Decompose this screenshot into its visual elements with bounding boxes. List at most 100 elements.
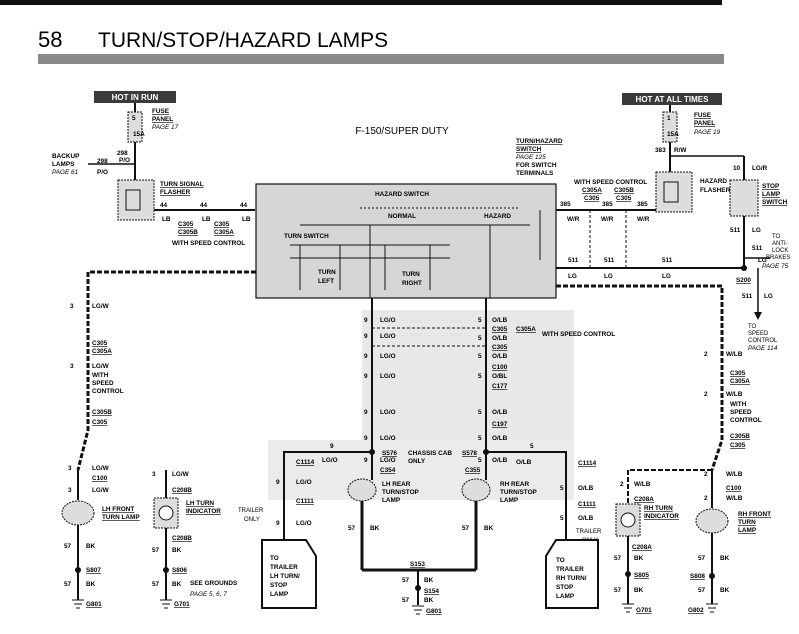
w3b-label: 3 xyxy=(70,363,74,370)
s806-label: S806 xyxy=(172,567,187,574)
g801b-label: G801 xyxy=(426,608,442,615)
c305a-3: C305A xyxy=(582,187,602,194)
w9d-label: 9 xyxy=(364,373,368,380)
lh-with: WITH xyxy=(92,372,109,379)
c305-i: C305 xyxy=(492,344,508,351)
right-fuse-label2: PANEL xyxy=(694,120,715,127)
olb1-label: O/LB xyxy=(492,317,508,324)
obl-label: O/BL xyxy=(492,373,507,380)
c305-e: C305 xyxy=(616,195,632,202)
bk9-label: BK xyxy=(720,555,730,562)
g802-symbol xyxy=(706,603,718,613)
c208a-2: C208A xyxy=(632,544,652,551)
olb7-label: O/LB xyxy=(516,459,532,466)
center-shading xyxy=(362,310,574,460)
c305-d: C305 xyxy=(584,195,600,202)
thswitch-l4: TERMINALS xyxy=(516,170,554,177)
lh-front-lamp xyxy=(61,500,95,526)
w511a-label: 511 xyxy=(730,227,741,234)
bk7-label: BK xyxy=(424,577,434,584)
lg3-label: LG xyxy=(604,273,613,280)
turn-left-l2: LEFT xyxy=(318,278,334,285)
olb8-label: O/LB xyxy=(578,485,594,492)
right-fuse-number: 1 xyxy=(667,115,671,122)
w5d-label: 5 xyxy=(478,373,482,380)
w57j-label: 57 xyxy=(698,587,706,594)
stop-switch-l1: STOP xyxy=(762,183,780,190)
wire-2-rhind xyxy=(627,469,712,504)
po-label: P/O xyxy=(119,157,130,164)
w9h-label: 9 xyxy=(276,479,280,486)
lgo7-label: LG/O xyxy=(296,479,312,486)
c355: C355 xyxy=(465,467,481,474)
wire-9-trailer-lh xyxy=(283,451,372,540)
w3c-label: 3 xyxy=(68,465,72,472)
wr2-label: W/R xyxy=(601,216,614,223)
w3a-label: 3 xyxy=(70,303,74,310)
g701b-label: G701 xyxy=(636,607,652,614)
lb3-label: LB xyxy=(242,216,251,223)
wlb1-label: W/LB xyxy=(726,351,743,358)
page-number: 58 xyxy=(38,27,62,52)
wire-5-trailer-rh xyxy=(486,451,567,540)
c305-a1: C305 xyxy=(178,221,194,228)
bk10-label: BK xyxy=(720,587,730,594)
hot-at-all-times-box xyxy=(622,93,722,105)
c305-k: C305 xyxy=(730,442,746,449)
w9b-label: 9 xyxy=(364,333,368,340)
turn-flasher-l2: FLASHER xyxy=(160,189,191,196)
trailer-lh-l4: STOP xyxy=(270,582,288,589)
w5j-label: 5 xyxy=(560,485,564,492)
olb3-label: O/LB xyxy=(492,353,508,360)
lgo5-label: LG/O xyxy=(380,409,396,416)
w383-label: 383 xyxy=(655,147,666,154)
left-fuse-amp: 15A xyxy=(133,131,145,138)
right-fuse-label: FUSE xyxy=(694,112,712,119)
bk1-label: BK xyxy=(86,543,96,550)
chassis-cab-l1: CHASSIS CAB xyxy=(408,450,452,457)
w5i-label: 5 xyxy=(530,443,534,450)
hot-at-all-times-label: HOT AT ALL TIMES xyxy=(636,95,710,104)
lgo3-label: LG/O xyxy=(380,353,396,360)
trailer-lh-only1: TRAILER xyxy=(238,508,264,514)
w3e-label: 3 xyxy=(152,471,156,478)
g701b-symbol xyxy=(622,603,634,613)
hazard-flasher-l1: HAZARD xyxy=(700,178,727,185)
po2-label: P/O xyxy=(97,169,108,176)
c1114-a: C1114 xyxy=(296,459,315,466)
c305a-5: C305A xyxy=(516,326,536,333)
w2e-label: 2 xyxy=(620,481,624,488)
hazard2-label: HAZARD xyxy=(484,213,511,220)
thswitch-l3: FOR SWITCH xyxy=(516,162,557,169)
lgo2-label: LG/O xyxy=(380,333,396,340)
switch-contacts xyxy=(290,207,541,298)
see-grounds-page: PAGE 5, 6, 7 xyxy=(190,591,227,598)
hazard-switch-label: HAZARD SWITCH xyxy=(375,191,429,198)
g801a-symbol xyxy=(72,599,84,609)
w44b-label: 44 xyxy=(200,202,208,209)
lh-rear-lamp xyxy=(347,478,377,502)
rhfront-l1: RH FRONT xyxy=(738,511,771,518)
antilock-l4: BRAKES xyxy=(766,255,790,261)
w5f-label: 5 xyxy=(478,435,482,442)
w2d-label: 2 xyxy=(704,495,708,502)
w57d-label: 57 xyxy=(152,581,160,588)
c305-h: C305 xyxy=(492,326,508,333)
c208b-1: C208B xyxy=(172,487,192,494)
with-speed-control-left: WITH SPEED CONTROL xyxy=(172,240,245,247)
wire-3-lh xyxy=(76,270,256,471)
turn-flasher-l1: TURN SIGNAL xyxy=(160,181,204,188)
lgw2-label: LG/W xyxy=(92,363,110,370)
g802-label: G802 xyxy=(688,607,704,614)
stop-lamp-switch xyxy=(729,179,759,217)
wr3-label: W/R xyxy=(637,216,650,223)
bk2-label: BK xyxy=(86,581,96,588)
w5c-label: 5 xyxy=(478,353,482,360)
left-fuse: 5 15A FUSE PANEL PAGE 17 xyxy=(127,103,179,143)
with-speed-control-top: WITH SPEED CONTROL xyxy=(574,179,647,186)
c305a-2: C305A xyxy=(214,229,234,236)
lb2-label: LB xyxy=(202,216,211,223)
w5k-label: 5 xyxy=(560,515,564,522)
w511f-label: 511 xyxy=(742,293,753,300)
